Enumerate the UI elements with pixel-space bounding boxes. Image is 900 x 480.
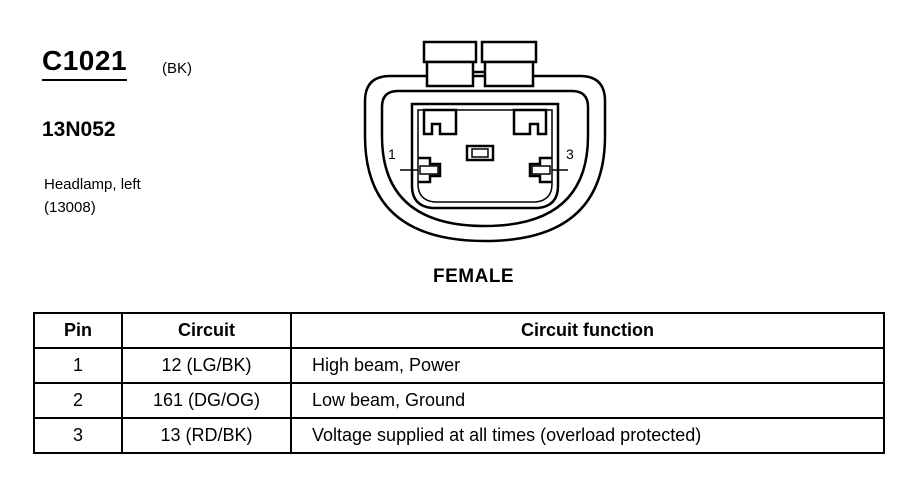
connector-id: C1021 <box>42 45 128 81</box>
table-row: 2 161 (DG/OG) Low beam, Ground <box>33 382 885 419</box>
description-line-1: Headlamp, left <box>44 176 141 193</box>
terminal-pin-1 <box>418 156 442 184</box>
pin-label-1: 1 <box>388 146 396 162</box>
description-line-2: (13008) <box>44 199 96 216</box>
part-number: 13N052 <box>42 118 116 141</box>
table-header-row: Pin Circuit Circuit function <box>33 312 885 349</box>
cell-circuit-function: Voltage supplied at all times (overload … <box>290 417 885 454</box>
terminal-upper-right <box>512 108 548 136</box>
cell-circuit-function: High beam, Power <box>290 347 885 384</box>
header-circuit-function: Circuit function <box>290 312 885 349</box>
header-pin: Pin <box>33 312 123 349</box>
latch-tabs <box>422 40 538 88</box>
connector-face-diagram <box>363 40 607 243</box>
header-circuit: Circuit <box>121 312 292 349</box>
cell-pin: 2 <box>33 382 123 419</box>
table-row: 1 12 (LG/BK) High beam, Power <box>33 347 885 384</box>
cell-pin: 1 <box>33 347 123 384</box>
terminal-center <box>465 144 495 162</box>
cell-circuit: 13 (RD/BK) <box>121 417 292 454</box>
housing-inner-outline <box>380 89 590 228</box>
cell-pin: 3 <box>33 417 123 454</box>
connector-gender-label: FEMALE <box>433 266 515 287</box>
pin-label-3: 3 <box>566 146 574 162</box>
terminal-pin-3 <box>528 156 552 184</box>
cell-circuit: 161 (DG/OG) <box>121 382 292 419</box>
housing-outer-outline <box>363 74 607 243</box>
pinout-table: Pin Circuit Circuit function 1 12 (LG/BK… <box>33 312 885 454</box>
terminal-upper-left <box>422 108 458 136</box>
cavity-outline <box>410 102 560 210</box>
table-row: 3 13 (RD/BK) Voltage supplied at all tim… <box>33 417 885 454</box>
connector-color-code: (BK) <box>162 60 192 77</box>
cell-circuit-function: Low beam, Ground <box>290 382 885 419</box>
cell-circuit: 12 (LG/BK) <box>121 347 292 384</box>
